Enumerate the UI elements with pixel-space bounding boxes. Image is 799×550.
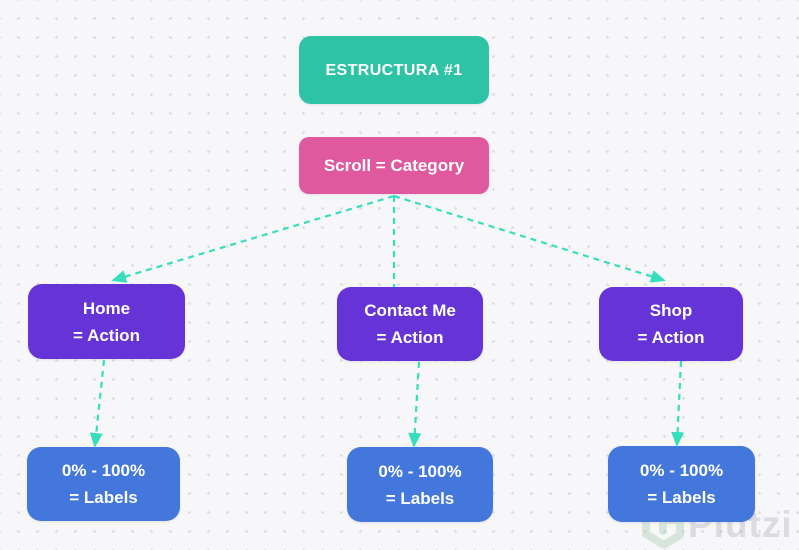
node-labels-right-line1: 0% - 100% xyxy=(639,461,724,480)
node-labels-right[interactable]: 0% - 100% = Labels xyxy=(608,446,755,522)
edge-category-to-shop[interactable] xyxy=(393,194,666,283)
node-scroll-category[interactable]: Scroll = Category xyxy=(299,137,489,194)
node-labels-mid[interactable]: 0% - 100% = Labels xyxy=(347,447,493,522)
node-shop-line1: Shop xyxy=(649,301,693,320)
node-labels-mid-line1: 0% - 100% xyxy=(378,461,462,481)
node-labels-left[interactable]: 0% - 100% = Labels xyxy=(27,447,180,521)
node-estructura-label: ESTRUCTURA #1 xyxy=(325,61,463,79)
edge-category-to-home[interactable] xyxy=(111,194,395,283)
node-labels-left-line2: = Labels xyxy=(69,488,138,507)
node-scroll-category-label: Scroll = Category xyxy=(323,156,465,175)
node-labels-mid-line2: = Labels xyxy=(385,488,455,508)
node-contact-line1: Contact Me xyxy=(364,301,456,320)
node-labels-left-line1: 0% - 100% xyxy=(61,461,146,480)
node-shop-line2: = Action xyxy=(637,328,705,347)
edge-shop-to-labels[interactable] xyxy=(671,360,685,447)
node-home-line2: = Action xyxy=(73,325,140,345)
edge-home-to-labels[interactable] xyxy=(89,359,106,448)
node-contact-line2: = Action xyxy=(376,328,444,347)
node-estructura-title[interactable]: ESTRUCTURA #1 xyxy=(299,36,489,104)
node-home-line1: Home xyxy=(82,298,131,318)
node-home-action[interactable]: Home = Action xyxy=(28,284,185,359)
node-labels-right-line2: = Labels xyxy=(647,488,716,507)
node-contact-action[interactable]: Contact Me = Action xyxy=(337,287,483,361)
edge-contact-to-labels[interactable] xyxy=(408,361,422,448)
node-shop-action[interactable]: Shop = Action xyxy=(599,287,743,361)
